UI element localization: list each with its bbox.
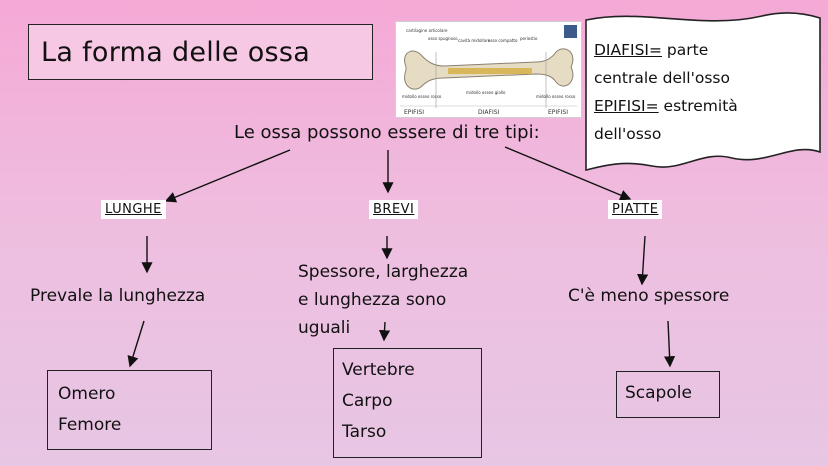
bone-label-7: midollo osseo giallo <box>466 90 506 95</box>
bone-label-3: cavità midollare <box>458 38 491 43</box>
short-desc-line-1: Spessore, larghezza <box>298 262 469 282</box>
example-item: Vertebre <box>342 360 415 380</box>
category-short-description: Spessore, larghezza e lunghezza sono ugu… <box>298 258 468 342</box>
note-wavy-border <box>585 12 821 172</box>
arrow-flat-desc <box>637 235 649 286</box>
section-epifisi-right: EPIFISI <box>548 109 568 116</box>
category-long-label: LUNGHE <box>101 200 166 219</box>
examples-short-box: Vertebre Carpo Tarso <box>333 348 482 458</box>
examples-flat-box: Scapole <box>616 371 720 418</box>
epifisi-def-2: dell'osso <box>594 125 662 143</box>
example-item: Scapole <box>625 383 692 403</box>
short-desc-line-3: uguali <box>298 318 351 338</box>
short-desc-line-2: e lunghezza sono <box>298 290 447 310</box>
example-item: Carpo <box>342 391 393 411</box>
bone-label-5: periostio <box>520 36 538 41</box>
epifisi-term: EPIFISI= <box>594 97 659 115</box>
page-title: La forma delle ossa <box>28 24 373 80</box>
category-long-description: Prevale la lunghezza <box>30 286 206 306</box>
page-title-text: La forma delle ossa <box>41 36 311 68</box>
examples-long-box: Omero Femore <box>47 370 212 450</box>
arrow-short-examples <box>378 321 391 342</box>
section-epifisi-left: EPIFISI <box>404 109 424 116</box>
category-flat-label: PIATTE <box>608 200 663 219</box>
diafisi-def-1: parte <box>662 41 709 59</box>
logo-mark <box>564 25 577 38</box>
example-item: Omero <box>58 384 116 404</box>
bone-label-1: cartilagine articolare <box>406 28 448 33</box>
bone-illustration: cartilagine articolare osso spugnoso cav… <box>395 21 582 118</box>
bone-label-2: osso spugnoso <box>428 36 458 41</box>
bone-label-8: midollo osseo rosso <box>536 94 576 99</box>
arrow-to-long <box>164 149 291 203</box>
arrow-flat-examples <box>663 320 676 368</box>
arrow-to-flat <box>504 146 632 201</box>
diafisi-term: DIAFISI= <box>594 41 662 59</box>
definitions-text: DIAFISI= parte centrale dell'osso EPIFIS… <box>594 36 738 148</box>
epifisi-def-1: estremità <box>658 97 738 115</box>
example-item: Femore <box>58 415 122 435</box>
category-short-label: BREVI <box>369 200 419 219</box>
definitions-note: DIAFISI= parte centrale dell'osso EPIFIS… <box>582 6 822 172</box>
section-diafisi: DIAFISI <box>478 109 500 116</box>
bone-label-6: midollo osseo rosso <box>402 94 442 99</box>
diafisi-def-2: centrale dell'osso <box>594 69 730 87</box>
arrow-long-examples <box>127 320 145 368</box>
category-flat-description: C'è meno spessore <box>568 286 730 306</box>
main-question: Le ossa possono essere di tre tipi: <box>234 122 540 143</box>
marrow-cavity <box>448 68 532 74</box>
bone-label-4: osso compatto <box>488 38 518 43</box>
bone-diagram-svg: cartilagine articolare osso spugnoso cav… <box>400 25 577 116</box>
example-item: Tarso <box>342 422 387 442</box>
